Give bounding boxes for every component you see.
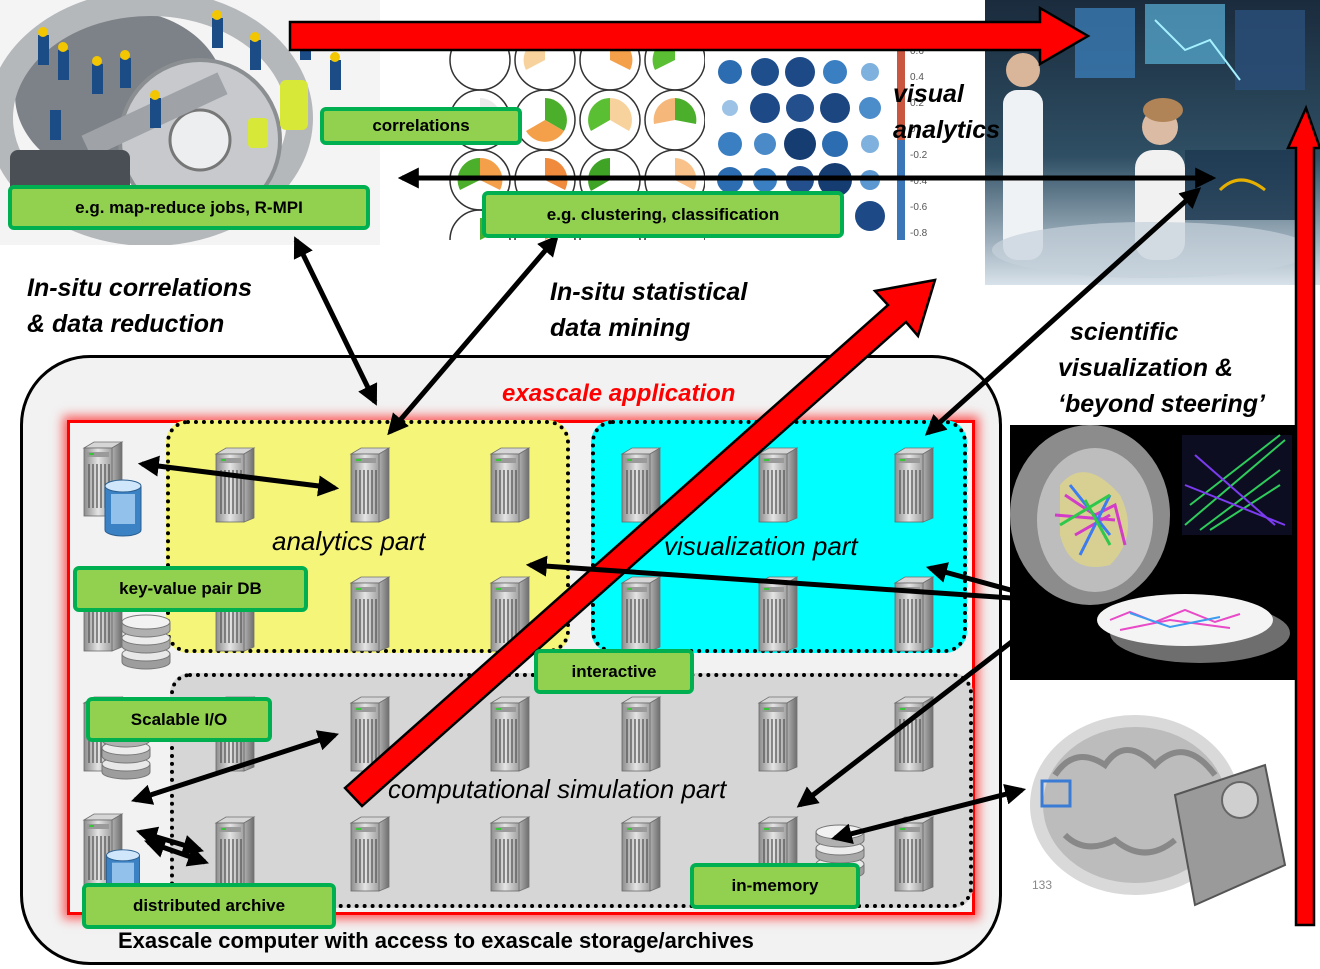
arrow-brain-analytics xyxy=(525,555,1041,603)
clustering-label: e.g. clustering, classification xyxy=(482,191,844,238)
caption-line: ‘beyond steering’ xyxy=(1058,390,1265,418)
key-value-db-label: key-value pair DB xyxy=(73,566,308,612)
insitu-correlations-caption: In-situ correlations & data reduction xyxy=(27,270,252,342)
arrow-mapreduce-analytics xyxy=(293,236,378,406)
brain-fiber-photo xyxy=(1010,425,1298,680)
arrow-db-analytics xyxy=(137,455,340,497)
map-reduce-label: e.g. map-reduce jobs, R-MPI xyxy=(8,185,370,230)
caption-line: visual xyxy=(893,80,964,108)
tick-label: -0.6 xyxy=(910,202,928,213)
tick-label: 0.6 xyxy=(910,46,924,57)
caption-line: data mining xyxy=(550,314,691,342)
simulation-part-label: computational simulation part xyxy=(388,774,727,804)
caption-line: visualization & xyxy=(1058,354,1234,382)
tick-label: 0 xyxy=(910,124,916,135)
caption-line: In-situ correlations xyxy=(27,274,253,302)
tick-label: 0.4 xyxy=(910,72,924,83)
arrow-inmemory-brain xyxy=(830,784,1027,844)
tick-label: -0.2 xyxy=(910,150,928,161)
brain-slice-photo xyxy=(1025,705,1290,915)
arrow-visual-visualization xyxy=(924,187,1202,436)
interactive-label: interactive xyxy=(534,649,694,694)
caption-line: scientific xyxy=(1070,318,1179,346)
analytics-part-label: analytics part xyxy=(272,526,426,556)
exascale-computer-caption: Exascale computer with access to exascal… xyxy=(118,928,754,953)
correlations-label: correlations xyxy=(320,107,522,145)
distributed-archive-label: distributed archive xyxy=(82,883,336,929)
arrow-brain-visualization xyxy=(925,562,1041,601)
insitu-mining-caption: In-situ statistical data mining xyxy=(550,274,747,346)
visual-analytics-caption: visual analytics xyxy=(893,76,1000,148)
scalable-io-label: Scalable I/O xyxy=(86,697,272,742)
visualization-part-label: visualization part xyxy=(664,531,858,561)
slice-number: 133 xyxy=(1032,878,1053,892)
diagonal-red-arrow xyxy=(343,278,937,808)
arrow-io-simulation xyxy=(131,730,339,805)
arrow-archive-simulation-2 xyxy=(144,837,209,867)
arrow-clustering-analytics xyxy=(387,234,559,436)
caption-line: & data reduction xyxy=(27,310,225,338)
in-memory-label: in-memory xyxy=(690,863,860,909)
arrow-brain-simulation xyxy=(796,618,1042,808)
tick-label: 0.2 xyxy=(910,98,924,109)
tick-label: -0.8 xyxy=(910,228,928,239)
caption-line: In-situ statistical xyxy=(550,278,748,306)
scientific-visualization-caption: scientific visualization & ‘beyond steer… xyxy=(1058,314,1318,422)
top-red-arrow xyxy=(288,5,1091,67)
caption-line: analytics xyxy=(893,116,1001,144)
right-red-arrow xyxy=(1286,104,1320,927)
